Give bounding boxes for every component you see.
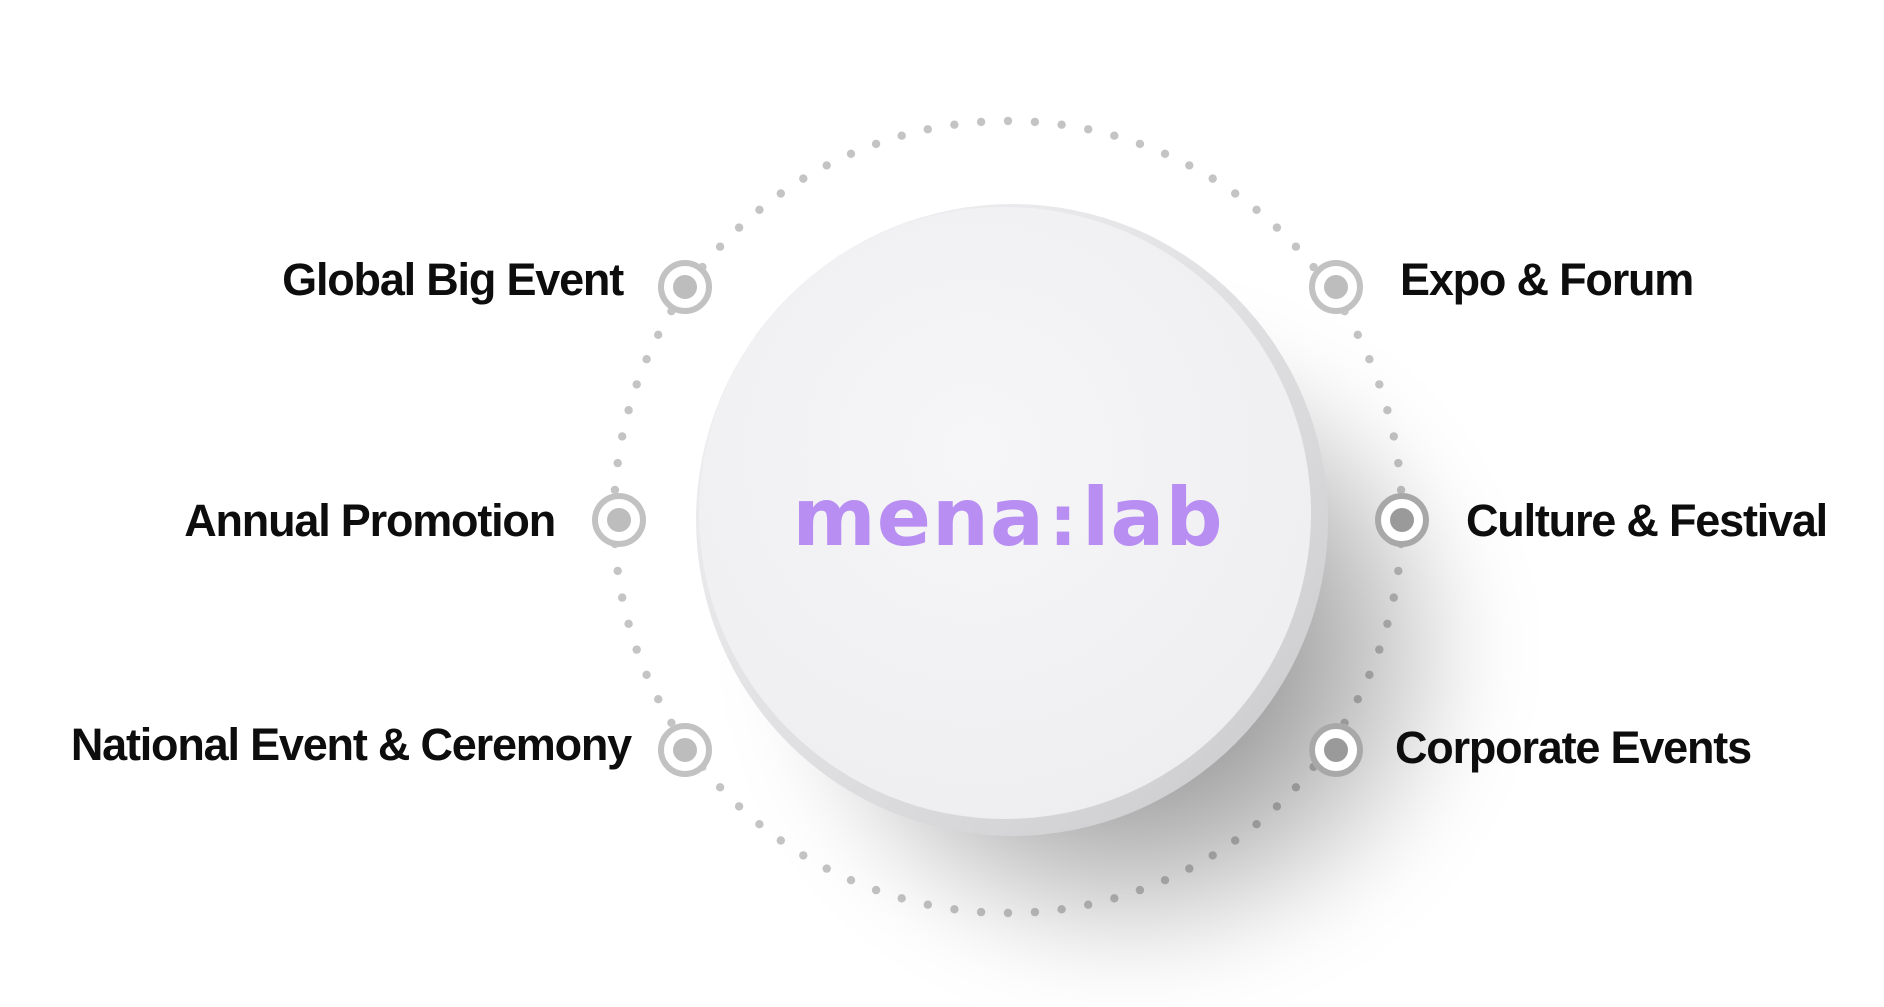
ring-dot: [618, 593, 627, 602]
node-dot: [607, 508, 631, 532]
node-culture-festival: [1375, 493, 1429, 547]
node-dot: [673, 738, 697, 762]
ring-dot: [1135, 139, 1145, 149]
node-ring: [592, 493, 646, 547]
ring-dot: [755, 205, 764, 214]
node-ring: [1375, 493, 1429, 547]
ring-dot: [734, 223, 744, 232]
ring-dot: [624, 406, 633, 415]
node-ring: [658, 260, 712, 314]
ring-dot: [715, 242, 725, 251]
node-corporate-events: [1309, 723, 1363, 777]
ring-dot: [871, 885, 881, 895]
ring-dot: [846, 876, 856, 885]
label-annual-promotion: Annual Promotion: [184, 495, 556, 546]
ring-dot: [846, 149, 856, 158]
ring-dot: [1030, 117, 1040, 127]
ring-dot: [822, 864, 831, 873]
node-ring: [1309, 260, 1363, 314]
ring-dot: [1365, 355, 1374, 364]
ring-dot: [624, 619, 633, 628]
center-disc: [699, 207, 1311, 819]
ring-dot: [618, 432, 627, 441]
ring-dot: [799, 851, 808, 860]
ring-dot: [1003, 116, 1013, 126]
ring-dot: [897, 131, 906, 140]
node-ring: [658, 723, 712, 777]
ring-dot: [1208, 174, 1217, 183]
label-expo-forum: Expo & Forum: [1400, 254, 1694, 305]
ring-dot: [1272, 223, 1282, 232]
ring-dot: [642, 670, 651, 679]
ring-dot: [613, 458, 622, 468]
ring-dot: [632, 380, 641, 389]
ring-dot: [976, 117, 986, 127]
ring-dot: [1375, 380, 1384, 389]
ring-dot: [1160, 149, 1170, 158]
ring-dot: [871, 139, 881, 149]
ring-dot: [734, 802, 744, 811]
ring-dot: [667, 718, 676, 727]
brand-separator: :: [1049, 480, 1078, 562]
ring-dot: [1057, 120, 1066, 129]
ring-dot: [610, 485, 620, 495]
ring-dot: [923, 125, 932, 134]
node-expo-forum: [1309, 260, 1363, 314]
ring-dot: [1252, 205, 1261, 214]
label-culture-festival: Culture & Festival: [1466, 495, 1828, 546]
ring-dot: [755, 820, 764, 829]
ring-dot: [776, 189, 785, 198]
ring-dot: [613, 566, 622, 576]
ring-dot: [822, 161, 831, 170]
brand-logo: mena:lab: [792, 471, 1223, 564]
brand-prefix: mena: [792, 471, 1045, 564]
ring-dot: [799, 174, 808, 183]
ring-dot: [950, 120, 959, 129]
label-corporate-events: Corporate Events: [1395, 722, 1752, 773]
node-national-event-ceremony: [658, 723, 712, 777]
label-national-event-ceremony: National Event & Ceremony: [70, 719, 632, 770]
ring-dot: [1291, 242, 1301, 251]
ring-dot: [654, 330, 663, 339]
node-dot: [673, 275, 697, 299]
ring-dot: [642, 355, 651, 364]
node-annual-promotion: [592, 493, 646, 547]
label-global-big-event: Global Big Event: [282, 254, 624, 305]
ring-dot: [1231, 189, 1240, 198]
ring-dot: [1383, 406, 1392, 415]
ring-dot: [776, 836, 785, 845]
ring-dot: [1353, 330, 1363, 339]
ring-nodes: [592, 260, 1429, 777]
ring-dot: [654, 695, 663, 704]
ring-dot: [632, 645, 641, 654]
brand-suffix: lab: [1082, 471, 1224, 564]
node-dot: [1390, 508, 1414, 532]
node-dot: [1324, 275, 1348, 299]
ring-dot: [1084, 125, 1093, 134]
node-global-big-event: [658, 260, 712, 314]
ring-dot: [1185, 161, 1194, 170]
ring-dot: [1110, 131, 1119, 140]
node-dot: [1324, 738, 1348, 762]
node-ring: [1309, 723, 1363, 777]
ring-dot: [715, 783, 725, 792]
